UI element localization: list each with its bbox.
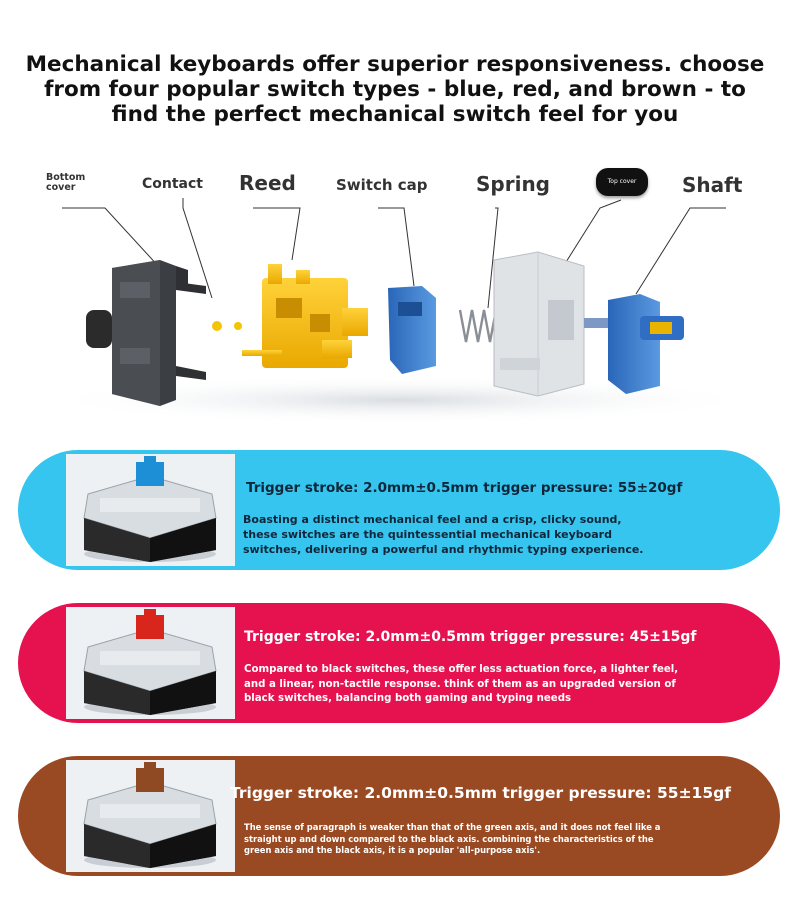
- switch-spec-title: Trigger stroke: 2.0mm±0.5mm trigger pres…: [244, 629, 697, 645]
- leader-shaft: [635, 207, 726, 295]
- bottom-cover-part: [86, 260, 206, 406]
- contact-dot-2: [234, 322, 242, 330]
- switch-description: The sense of paragraph is weaker than th…: [244, 822, 661, 855]
- switch-description: Boasting a distinct mechanical feel and …: [243, 513, 644, 556]
- leader-contact: [182, 198, 213, 299]
- top-cover-part: [493, 251, 585, 397]
- label-switch-cap: Switch cap: [336, 176, 428, 194]
- leader-top-cover: [555, 199, 622, 279]
- leader-bottom-cover: [62, 207, 161, 269]
- switch-cap-part: [388, 286, 436, 374]
- switch-description: Compared to black switches, these offer …: [244, 664, 679, 704]
- switch-card-blue: Trigger stroke: 2.0mm±0.5mm trigger pres…: [18, 450, 780, 570]
- label-contact: Contact: [142, 176, 203, 192]
- switch-spec-title: Trigger stroke: 2.0mm±0.5mm trigger pres…: [246, 480, 683, 496]
- label-shaft: Shaft: [682, 173, 743, 197]
- label-spring: Spring: [476, 172, 550, 196]
- exploded-switch-diagram: [40, 198, 760, 424]
- switch-photo: [66, 454, 235, 566]
- switch-card-red: Trigger stroke: 2.0mm±0.5mm trigger pres…: [18, 603, 780, 723]
- label-bottom-cover: Bottom cover: [46, 172, 86, 193]
- shaft-part: [608, 294, 684, 394]
- switch-photo: [66, 607, 235, 719]
- switch-card-brown: Trigger stroke: 2.0mm±0.5mm trigger pres…: [18, 756, 780, 876]
- label-top-cover: Top cover: [596, 168, 648, 196]
- switch-photo: [66, 760, 235, 872]
- leader-reed: [253, 207, 301, 261]
- switch-spec-title: Trigger stroke: 2.0mm±0.5mm trigger pres…: [230, 784, 731, 802]
- reed-part: [242, 264, 368, 368]
- shaft-rod: [584, 318, 624, 328]
- label-reed: Reed: [239, 171, 296, 195]
- floor-shadow: [40, 376, 760, 424]
- reed-details: [276, 298, 330, 332]
- leader-spring: [487, 207, 499, 309]
- leader-switch-cap: [378, 207, 415, 287]
- page-headline: Mechanical keyboards offer superior resp…: [25, 52, 765, 127]
- contact-dot-1: [212, 321, 222, 331]
